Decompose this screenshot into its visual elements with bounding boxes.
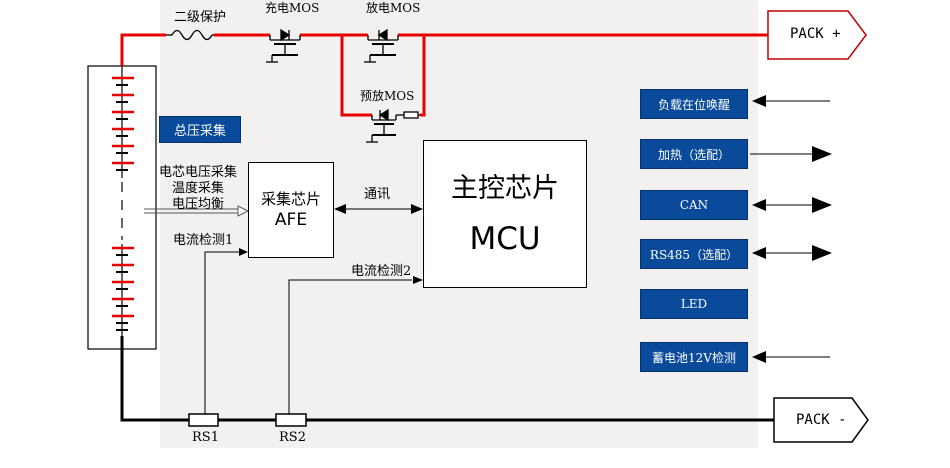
comm-label: 通讯 [364,187,391,202]
battery-cells [112,66,134,336]
mcu-title: 主控芯片 [451,173,559,204]
interface-led-label: LED [680,297,708,311]
total-voltage-label: 总压采集 [173,124,226,139]
charge-mos-label: 充电MOS [265,1,320,15]
negative-bus [120,336,774,422]
fuse-symbol [166,29,214,41]
mcu-subtitle: MCU [469,221,541,257]
total-voltage-module: 总压采集 [159,116,241,143]
balance-label: 电压均衡 [172,197,225,212]
interface-heating: 加热（选配） [640,139,748,169]
pack-plus-terminal [767,10,867,60]
current2-label: 电流检测2 [351,264,412,279]
rs1-resistor [188,413,219,427]
positive-bus [120,33,768,117]
discharge-mos-label: 放电MOS [366,1,421,15]
interface-rs485-label: RS485（选配） [649,247,739,262]
pack-plus-label: PACK + [790,26,841,42]
rs1-label: RS1 [192,430,219,445]
afe-title: 采集芯片 [260,190,321,208]
afe-chip: 采集芯片 AFE [248,162,334,258]
interface-12v-detect: 蓄电池12V检测 [640,342,748,372]
predischarge-mos-label: 预放MOS [360,89,415,103]
interface-12v-detect-label: 蓄电池12V检测 [652,350,736,365]
interface-can-label: CAN [679,198,709,212]
current1-label: 电流检测1 [173,233,234,248]
afe-subtitle: AFE [274,210,308,230]
temperature-label: 温度采集 [172,181,225,196]
pack-minus-label: PACK - [796,412,847,428]
interface-led: LED [640,289,748,319]
rs2-label: RS2 [279,430,306,445]
interface-arrows [750,100,830,358]
rs2-resistor [275,413,307,427]
interface-heating-label: 加热（选配） [657,147,730,162]
voltage-sense-lines [144,208,240,214]
discharge-mos-symbol [364,28,399,63]
interface-wakeup-label: 负载在位唤醒 [657,97,730,112]
predischarge-mos-symbol [366,108,420,143]
current-sense-lines [204,251,412,414]
interface-rs485: RS485（选配） [640,239,748,269]
fuse-label: 二级保护 [174,10,227,25]
mcu-chip: 主控芯片 MCU [423,140,587,288]
interface-can: CAN [640,190,748,220]
pack-minus-terminal [773,397,869,443]
interface-wakeup: 负载在位唤醒 [640,89,748,119]
cell-voltage-label: 电芯电压采集 [159,165,238,180]
charge-mos-symbol [266,28,301,63]
